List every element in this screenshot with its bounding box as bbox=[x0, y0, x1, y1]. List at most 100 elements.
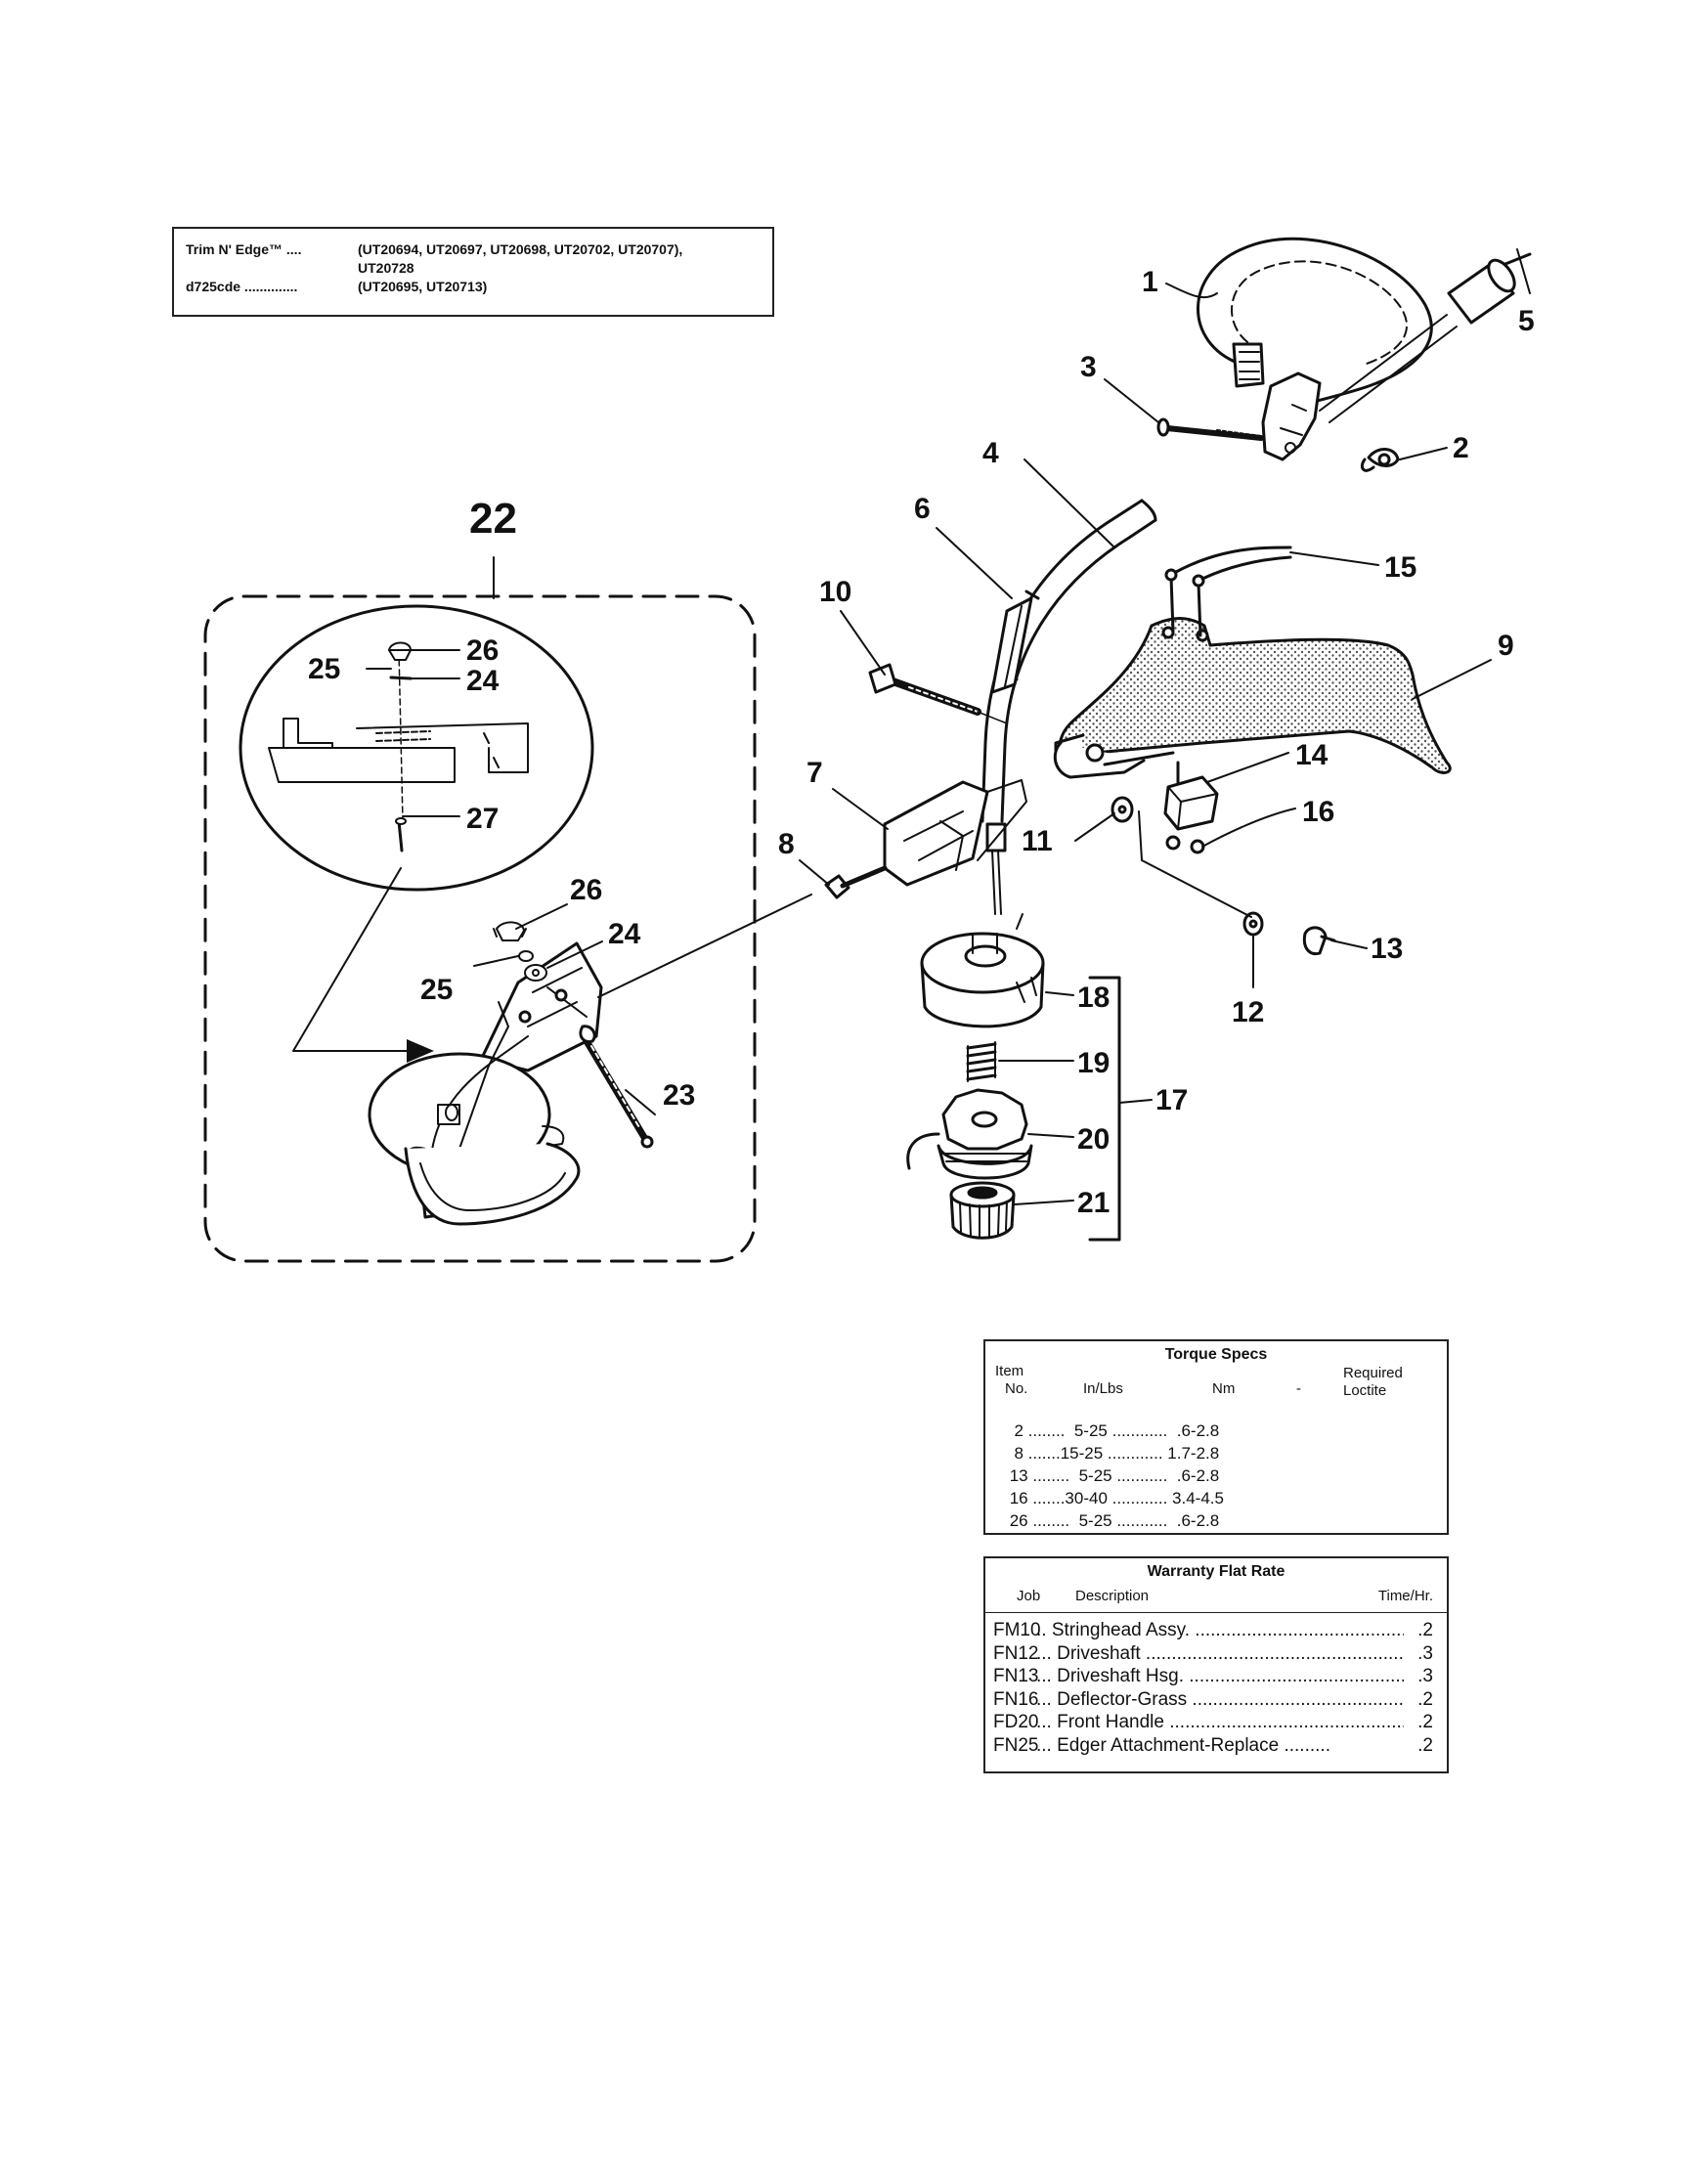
torque-specs-title: Torque Specs bbox=[1164, 1346, 1268, 1363]
description-header: Description bbox=[1075, 1588, 1150, 1604]
torque-specs-table: Torque Specs Item No. In/Lbs Nm - Requir… bbox=[983, 1339, 1449, 1535]
job-code: FM10 bbox=[993, 1620, 1041, 1640]
torque-row-16: 16 .......30-40 ............ 3.4-4.5 bbox=[1005, 1489, 1224, 1507]
torque-row-2: 2 ........ 5-25 ............ .6-2.8 bbox=[1005, 1421, 1220, 1440]
callout-17: 17 bbox=[1155, 1084, 1188, 1116]
callout-18: 18 bbox=[1077, 982, 1110, 1014]
callout-4: 4 bbox=[982, 437, 999, 469]
inlbs-header: In/Lbs bbox=[1083, 1380, 1123, 1397]
front-handle-part bbox=[1197, 237, 1433, 461]
warranty-row: FN16 ... Deflector-Grass ...............… bbox=[993, 1688, 1433, 1712]
job-time: .2 bbox=[1417, 1620, 1433, 1640]
model-line-1-continued: UT20728 bbox=[358, 260, 414, 276]
callout-5: 5 bbox=[1518, 305, 1535, 337]
callout-26-detail: 26 bbox=[466, 634, 499, 667]
warranty-header-rule bbox=[985, 1612, 1447, 1613]
warranty-row: FN25 ... Edger Attachment-Replace ......… bbox=[993, 1734, 1433, 1758]
callout-13: 13 bbox=[1371, 933, 1403, 965]
callout-26-assembly: 26 bbox=[570, 874, 602, 906]
edger-washer-part-25 bbox=[518, 950, 534, 962]
job-code: FD20 bbox=[993, 1712, 1039, 1732]
callout-15: 15 bbox=[1384, 551, 1416, 584]
callout-21: 21 bbox=[1077, 1187, 1110, 1219]
nuts-part-16 bbox=[1165, 835, 1205, 854]
callout-12: 12 bbox=[1232, 996, 1264, 1028]
time-header: Time/Hr. bbox=[1377, 1588, 1433, 1604]
warranty-rows: FM10 .. Stringhead Assy. ...............… bbox=[993, 1619, 1433, 1757]
warranty-row: FD20 ... Front Handle ..................… bbox=[993, 1711, 1433, 1734]
job-time: .3 bbox=[1417, 1642, 1433, 1664]
item-header: Item bbox=[995, 1363, 1024, 1379]
job-description: .. Stringhead Assy. ....................… bbox=[1036, 1620, 1404, 1640]
torque-row-13: 13 ........ 5-25 ........... .6-2.8 bbox=[1005, 1466, 1220, 1485]
dash-header: - bbox=[1296, 1380, 1301, 1397]
callout-1: 1 bbox=[1142, 266, 1158, 298]
detail-edger-blade bbox=[268, 641, 529, 852]
job-header: Job bbox=[1017, 1588, 1041, 1604]
callout-9: 9 bbox=[1498, 630, 1514, 662]
model-line-1-models: (UT20694, UT20697, UT20698, UT20702, UT2… bbox=[358, 241, 683, 257]
callout-2: 2 bbox=[1453, 432, 1469, 464]
tube-end-part bbox=[1319, 252, 1532, 423]
model-line-2-name: d725cde .............. bbox=[186, 279, 298, 294]
required-header: Required bbox=[1343, 1365, 1403, 1381]
callout-16: 16 bbox=[1302, 796, 1334, 828]
torque-row-26: 26 ........ 5-25 ........... .6-2.8 bbox=[1005, 1511, 1220, 1530]
job-code: FN25 bbox=[993, 1734, 1039, 1756]
long-bolt-part-10 bbox=[868, 663, 1008, 724]
callout-labels: 1 2 3 4 5 6 7 8 9 10 11 12 13 14 15 16 1… bbox=[308, 266, 1535, 1219]
job-description: ... Driveshaft .........................… bbox=[1036, 1642, 1404, 1664]
block-part-14 bbox=[1163, 761, 1219, 831]
bolt-part-3 bbox=[1156, 417, 1264, 441]
model-applicability-box: Trim N' Edge™ .... (UT20694, UT20697, UT… bbox=[172, 227, 774, 317]
job-description: ... Deflector-Grass ....................… bbox=[1036, 1688, 1404, 1710]
leader-lines bbox=[292, 248, 1531, 1205]
wing-nut-part-2 bbox=[1360, 448, 1400, 472]
wing-nut-part-13 bbox=[1302, 926, 1336, 956]
washer-part-11 bbox=[1111, 796, 1134, 823]
job-description: ... Edger Attachment-Replace ......... bbox=[1036, 1734, 1330, 1756]
job-time: .2 bbox=[1417, 1712, 1433, 1732]
job-time: .3 bbox=[1417, 1666, 1433, 1686]
spring-part-19 bbox=[966, 1041, 997, 1082]
warranty-row: FN13 ... Driveshaft Hsg. ...............… bbox=[993, 1665, 1433, 1688]
callout-19: 19 bbox=[1077, 1047, 1110, 1079]
callout-8: 8 bbox=[778, 828, 795, 860]
model-line-2-models: (UT20695, UT20713) bbox=[358, 279, 488, 294]
torque-rows: 2 ........ 5-25 ............ .6-2.8 8 ..… bbox=[1005, 1420, 1224, 1532]
edger-attachment-housing bbox=[368, 941, 603, 1226]
job-time: .2 bbox=[1417, 1688, 1433, 1710]
warranty-row: FN12 ... Driveshaft ....................… bbox=[993, 1642, 1433, 1666]
callout-25-detail: 25 bbox=[308, 653, 340, 685]
callout-10: 10 bbox=[819, 576, 851, 608]
job-description: ... Front Handle .......................… bbox=[1036, 1712, 1404, 1732]
bump-knob-part-21 bbox=[949, 1181, 1016, 1240]
warranty-row: FM10 .. Stringhead Assy. ...............… bbox=[993, 1619, 1433, 1642]
callout-14: 14 bbox=[1295, 739, 1329, 771]
edger-bolt-part-23 bbox=[579, 1025, 654, 1149]
callout-22: 22 bbox=[469, 495, 517, 543]
callout-24-detail: 24 bbox=[466, 665, 500, 697]
edger-washer-part-24 bbox=[524, 964, 547, 982]
screw-part-8 bbox=[824, 865, 888, 899]
job-code: FN13 bbox=[993, 1666, 1039, 1686]
callout-25-assembly: 25 bbox=[420, 974, 453, 1006]
washer-part-12 bbox=[1242, 911, 1264, 937]
callout-6: 6 bbox=[914, 493, 931, 525]
warranty-flat-rate-table: Warranty Flat Rate Job Description Time/… bbox=[983, 1556, 1449, 1773]
job-code: FN12 bbox=[993, 1642, 1039, 1664]
callout-20: 20 bbox=[1077, 1123, 1110, 1156]
decal-part-6 bbox=[990, 596, 1033, 694]
edger-attachment-assembly-box bbox=[203, 594, 757, 1263]
grass-deflector-part-9 bbox=[1053, 617, 1452, 779]
screws-part-15 bbox=[1164, 546, 1292, 637]
job-time: .2 bbox=[1417, 1734, 1433, 1756]
nm-header: Nm bbox=[1212, 1380, 1236, 1397]
edger-wing-nut-part-26 bbox=[493, 921, 527, 941]
callout-11: 11 bbox=[1022, 825, 1053, 857]
callout-23: 23 bbox=[663, 1079, 695, 1112]
job-description: ... Driveshaft Hsg. ....................… bbox=[1036, 1666, 1404, 1686]
warranty-title: Warranty Flat Rate bbox=[1147, 1563, 1285, 1580]
callout-24-assembly: 24 bbox=[608, 918, 641, 950]
